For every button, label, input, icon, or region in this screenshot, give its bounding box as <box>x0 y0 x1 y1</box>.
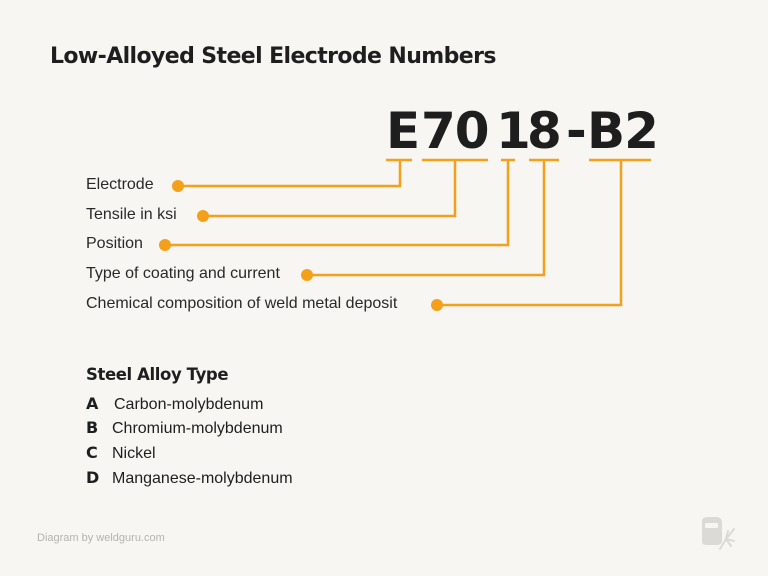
alloy-value: Chromium-molybdenum <box>112 420 283 437</box>
alloy-key: C <box>86 443 98 462</box>
label-tensile: Tensile in ksi <box>86 206 177 223</box>
label-composition: Chemical composition of weld metal depos… <box>86 295 398 312</box>
alloy-value: Nickel <box>112 445 156 462</box>
alloy-row: B Chromium-molybdenum <box>86 417 283 439</box>
page-title: Low-Alloyed Steel Electrode Numbers <box>50 44 496 69</box>
dot-position <box>159 239 171 251</box>
welding-helmet-spark-icon <box>702 517 735 550</box>
dot-composition <box>431 299 443 311</box>
alloy-key: A <box>86 394 99 413</box>
credit-text: Diagram by weldguru.com <box>37 532 165 544</box>
label-electrode: Electrode <box>86 176 154 193</box>
alloy-value: Manganese-molybdenum <box>112 470 293 487</box>
alloy-section-heading: Steel Alloy Type <box>86 365 229 384</box>
alloy-row: C Nickel <box>86 442 156 464</box>
alloy-row: D Manganese-molybdenum <box>86 467 293 489</box>
alloy-value: Carbon-molybdenum <box>114 396 264 413</box>
alloy-key: D <box>86 468 100 487</box>
code-segment-e: E <box>386 102 420 160</box>
dot-electrode <box>172 180 184 192</box>
code-segment-composition: B2 <box>587 102 659 160</box>
alloy-key: B <box>86 418 99 437</box>
code-segment-position: 1 <box>496 102 531 160</box>
label-position: Position <box>86 235 143 252</box>
label-coating: Type of coating and current <box>86 265 280 282</box>
code-segment-dash: - <box>566 102 587 160</box>
alloy-row: A Carbon-molybdenum <box>86 393 263 415</box>
code-segment-coating: 8 <box>527 102 562 160</box>
code-segment-tensile: 70 <box>421 102 490 160</box>
dot-tensile <box>197 210 209 222</box>
dot-coating <box>301 269 313 281</box>
